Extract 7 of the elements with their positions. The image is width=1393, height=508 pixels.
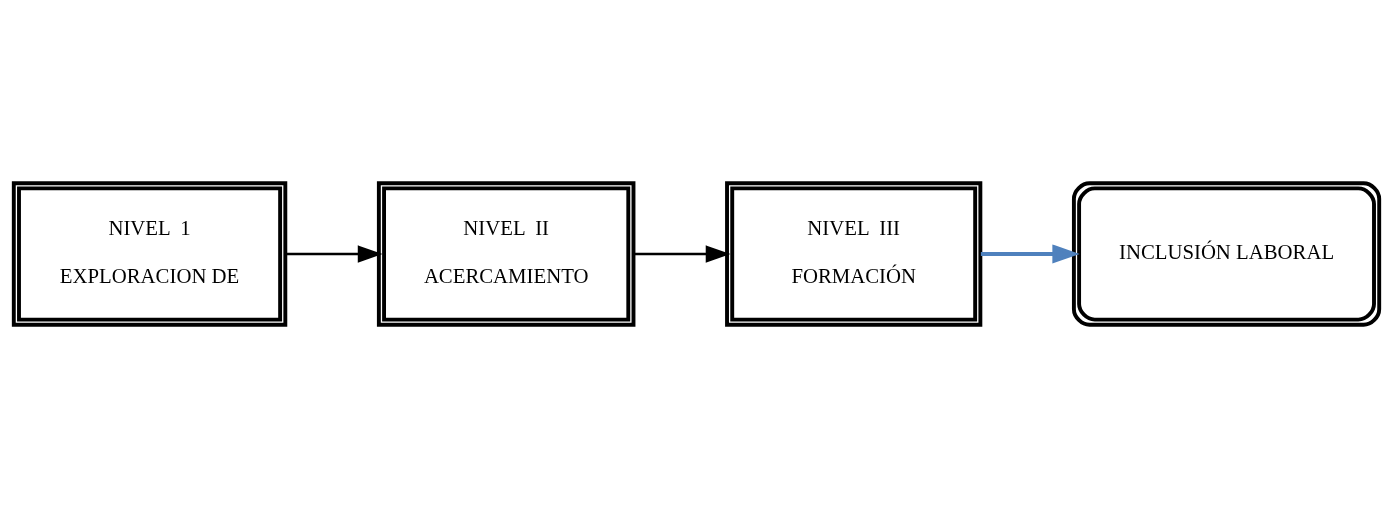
arrow — [633, 245, 731, 263]
node-box: INCLUSIÓN LABORAL — [1071, 181, 1382, 327]
node-box: NIVEL 1 EXPLORACION DE — [11, 181, 288, 327]
node-box: NIVEL III FORMACIÓN — [725, 181, 983, 327]
arrow — [980, 244, 1080, 264]
node-box: NIVEL II ACERCAMIENTO — [376, 181, 636, 327]
arrow — [285, 245, 383, 263]
